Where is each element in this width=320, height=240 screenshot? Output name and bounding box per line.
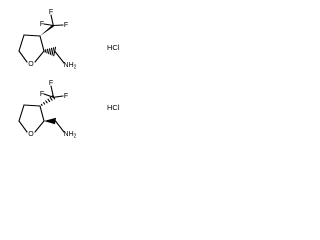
amine-bond xyxy=(54,50,65,64)
fluorine-label: F xyxy=(40,91,44,98)
structure-canvas: O F F F NH2 HCl xyxy=(0,0,152,152)
ring-bond xyxy=(39,105,45,122)
amine-label: NH2 xyxy=(64,62,77,71)
fluorine-label: F xyxy=(40,21,44,28)
amine-label: NH2 xyxy=(64,131,77,140)
fluorine-label: F xyxy=(64,93,68,100)
fluorine-bond xyxy=(43,93,55,98)
fluorine-bond xyxy=(52,95,64,98)
molecule-1: O F F F NH2 HCl xyxy=(18,9,120,71)
ring-bond xyxy=(18,120,28,133)
structure-drawing: O F F F NH2 HCl xyxy=(18,9,120,140)
hash-bond-ch2 xyxy=(44,46,57,57)
ring-oxygen-label: O xyxy=(28,131,34,138)
ring-bond xyxy=(18,104,25,122)
ring-bond xyxy=(34,120,45,133)
fluorine-bond xyxy=(50,85,55,98)
fluorine-label: F xyxy=(49,9,53,16)
ring-bond xyxy=(39,35,45,52)
ring-oxygen-label: O xyxy=(28,61,34,68)
fluorine-bond xyxy=(52,24,64,27)
fluorine-label: F xyxy=(64,22,68,29)
wedge-bond-cf3 xyxy=(40,24,54,36)
ring-bond xyxy=(23,34,41,37)
amine-bond xyxy=(54,120,65,133)
ring-bond xyxy=(34,50,45,63)
hcl-label: HCl xyxy=(107,103,120,112)
ring-bond xyxy=(18,34,25,52)
wedge-bond-ch2 xyxy=(44,117,56,125)
molecule-2: O F F F NH2 HCl xyxy=(18,80,120,140)
fluorine-bond xyxy=(43,23,54,27)
ring-bond xyxy=(18,50,28,63)
hcl-label: HCl xyxy=(107,43,120,52)
ring-bond xyxy=(23,104,41,107)
fluorine-bond xyxy=(50,14,54,27)
fluorine-label: F xyxy=(49,80,53,87)
